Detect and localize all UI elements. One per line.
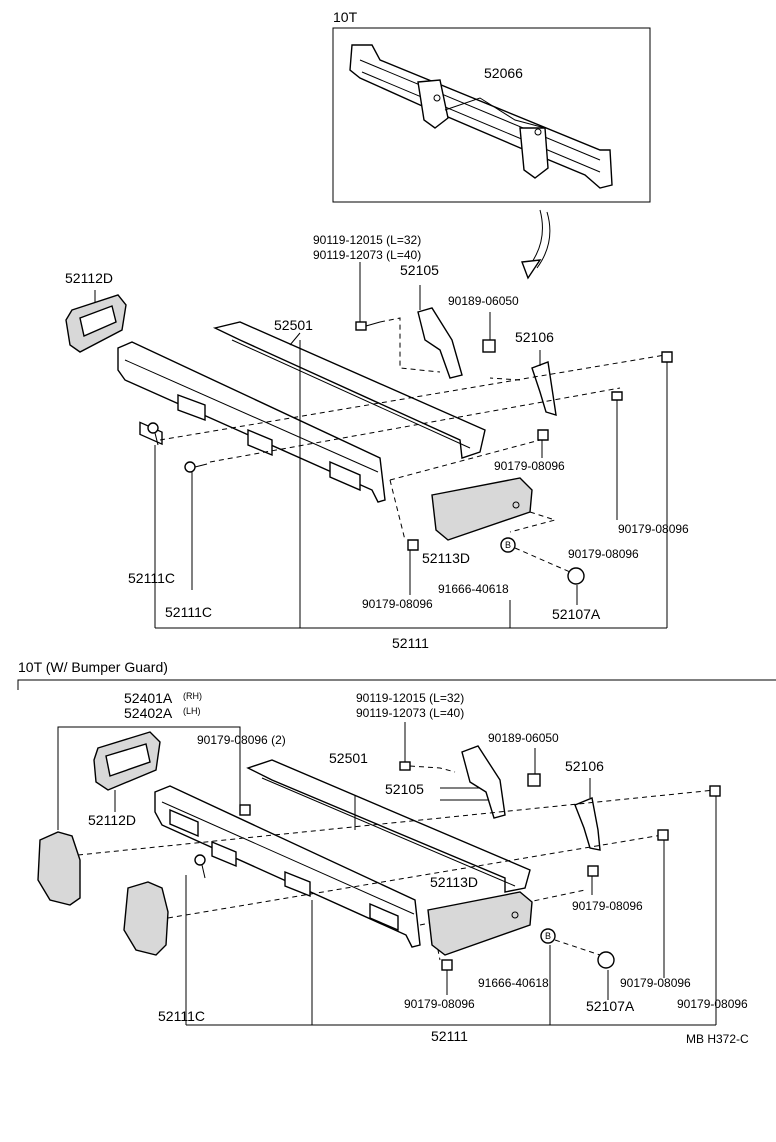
label-52113D-top: 52113D [422,550,470,566]
bracket-52106-bottom [574,797,601,851]
label-90179-b-bottom: 90179-08096 [620,976,691,990]
frame-crossmember-52066 [349,44,613,189]
label-52066: 52066 [484,65,523,81]
label-52106-top: 52106 [515,329,554,345]
nut-90179-a-bottom [709,785,721,797]
nut-90179-d-bottom [441,959,453,971]
bottom-section-title: 10T (W/ Bumper Guard) [18,659,168,675]
nut-90179-c-bottom [587,865,599,877]
bolt-52111C-upper [147,422,159,446]
bumper-guard-52402A [123,881,169,956]
label-90189-bottom: 90189-06050 [488,731,559,745]
label-bolt-l32-top: 90119-12015 (L=32) [313,233,421,247]
bolt-90119-top [355,262,381,331]
bolt-52111C-bottom [194,854,206,879]
label-52112D-bottom: 52112D [88,812,136,828]
label-90179-c-bottom: 90179-08096 [572,899,643,913]
label-90179-a-bottom: 90179-08096 [677,997,748,1011]
diagram-reference-code: MB H372-C [686,1032,749,1046]
label-52105-top: 52105 [400,262,439,278]
bolt-90119-bottom [399,722,411,771]
curved-arrow [529,209,543,266]
clip-b-marker-bottom [540,928,556,944]
bumper-guard-52401A [37,831,81,906]
bracket-52105-bottom [461,745,506,819]
label-90179-d-bottom: 90179-08096 [404,997,475,1011]
label-52111-top: 52111 [392,635,429,651]
label-90189-top: 90189-06050 [448,294,519,308]
nut-90189-top [482,339,496,353]
label-52106-bottom: 52106 [565,758,604,774]
nut-90179-2-bottom [239,804,251,816]
label-90179-d-top: 90179-08096 [362,597,433,611]
label-52501-top: 52501 [274,317,313,333]
arrow-head [521,259,542,280]
bumper-bar-52111-bottom [154,785,421,948]
label-52111-bottom: 52111 [431,1028,468,1044]
extension-52113D-top [431,477,533,541]
frame-inset-box [332,27,651,203]
svg-text:(RH): (RH) [183,691,202,701]
label-91666-bottom: 91666-40618 [478,976,549,990]
clip-52107A-bottom [597,951,615,969]
label-91666-top: 91666-40618 [438,582,509,596]
top-section-title: 10T [333,9,358,25]
label-52107A-top: 52107A [552,606,601,622]
bumper-bar-52111-top [117,341,386,503]
label-52107A-bottom: 52107A [586,998,635,1014]
nut-90179-c-top [537,429,549,441]
label-52111C-b-top: 52111C [165,604,212,620]
bolt-52111C-lower [184,461,208,473]
svg-text:(LH): (LH) [183,706,201,716]
label-bolt-l40-bottom: 90119-12073 (L=40) [356,706,464,720]
nut-90179-a-top [661,351,673,363]
nut-90179-b-bottom [657,829,669,841]
svg-text:B: B [545,931,551,941]
label-52111C-a-top: 52111C [128,570,175,586]
label-90179-c-top: 90179-08096 [494,459,565,473]
bottom-section-rule [17,679,776,690]
svg-text:B: B [505,540,511,550]
reinforcement-bar-52501-bottom [246,759,531,893]
clip-b-marker-top [500,537,516,553]
label-90179-a-top: 90179-08096 [618,522,689,536]
label-52105-bottom: 52105 [385,781,424,797]
label-90179-2-bottom: 90179-08096 (2) [197,733,286,747]
bracket-52105-top [417,307,463,379]
label-bolt-l32-bottom: 90119-12015 (L=32) [356,691,464,705]
label-90179-b-top: 90179-08096 [568,547,639,561]
bracket-52106-top [531,361,557,416]
label-bolt-l40-top: 90119-12073 (L=40) [313,248,421,262]
reinforcement-bar-52501-top [212,321,486,459]
label-52111C-bottom: 52111C [158,1008,205,1024]
label-52402A: 52402A [124,705,173,721]
nut-90179-d-top [407,539,419,551]
label-52501-bottom: 52501 [329,750,368,766]
extension-52113D-bottom [427,891,533,956]
nut-90189-bottom [527,773,541,787]
label-52113D-bottom: 52113D [430,874,478,890]
clip-52107A-top [567,567,585,585]
label-52401A: 52401A [124,690,173,706]
nut-90179-b-top [611,391,623,401]
label-52112D-top: 52112D [65,270,113,286]
